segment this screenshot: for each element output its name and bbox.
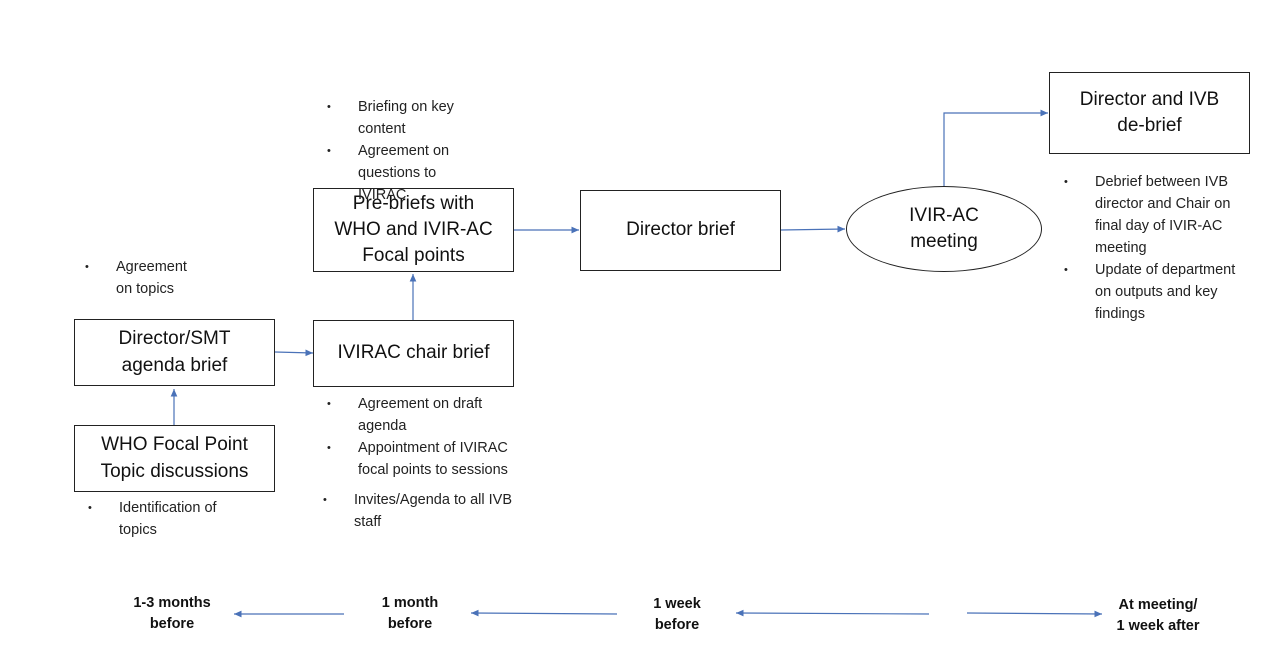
arrow-director-smt-to-chair <box>274 349 314 357</box>
timeline-label-1-week: 1 week before <box>653 596 701 633</box>
prebriefs-line-3: Focal points <box>362 245 465 267</box>
who-focal-point-box: WHO Focal Point Topic discussions <box>74 425 275 492</box>
meeting-line-1: IVIR-AC <box>909 204 979 226</box>
who-focal-line-1: WHO Focal Point <box>101 434 248 456</box>
director-brief-line-1: Director brief <box>626 219 735 241</box>
debrief-line-1: Director and IVB <box>1079 88 1220 110</box>
meeting-line-2: meeting <box>910 231 978 252</box>
director-ivb-debrief-box: Director and IVB de-brief <box>1049 72 1250 154</box>
arrow-director-brief-to-meeting <box>780 225 846 233</box>
timeline-label-1-3-months: 1-3 months before <box>133 595 211 632</box>
director-smt-box: Director/SMT agenda brief <box>74 319 275 386</box>
agreement-topics-notes: Agreement on topics <box>85 256 205 300</box>
timeline-arrow-3 <box>735 609 930 617</box>
note-agreement-questions: Agreement on questions to IVIRAC <box>327 140 487 206</box>
who-focal-line-2: Topic discussions <box>100 460 249 482</box>
note-debrief-between: Debrief between IVB director and Chair o… <box>1064 171 1249 259</box>
ivirac-chair-line-1: IVIRAC chair brief <box>337 342 490 364</box>
debrief-notes: Debrief between IVB director and Chair o… <box>1064 171 1249 325</box>
note-identification-topics: Identification of topics <box>88 497 258 541</box>
timeline-label-at-meeting: At meeting/ 1 week after <box>1116 597 1200 634</box>
identification-notes: Identification of topics <box>88 497 258 541</box>
director-smt-line-1: Director/SMT <box>118 328 231 350</box>
timeline-label-1-month: 1 month before <box>381 595 439 632</box>
arrow-meeting-to-debrief <box>943 109 1048 186</box>
director-smt-line-2: agenda brief <box>121 354 228 376</box>
director-brief-box: Director brief <box>580 190 781 271</box>
chair-brief-notes: Agreement on draft agenda Appointment of… <box>323 393 512 533</box>
prebrief-notes: Briefing on key content Agreement on que… <box>327 96 487 206</box>
note-briefing-key-content: Briefing on key content <box>327 96 487 140</box>
timeline-arrow-2 <box>470 609 618 617</box>
prebriefs-line-2: WHO and IVIR-AC <box>334 218 493 240</box>
note-appointment-focal-points: Appointment of IVIRAC focal points to se… <box>327 437 512 481</box>
note-update-department: Update of department on outputs and key … <box>1064 259 1249 325</box>
debrief-line-2: de-brief <box>1117 115 1182 136</box>
note-draft-agenda: Agreement on draft agenda <box>327 393 512 437</box>
timeline-arrow-4 <box>966 610 1103 618</box>
ivir-ac-meeting-ellipse: IVIR-AC meeting <box>846 186 1042 272</box>
note-invites-agenda: Invites/Agenda to all IVB staff <box>323 489 512 533</box>
note-agreement-topics: Agreement on topics <box>85 256 205 300</box>
ivirac-chair-brief-box: IVIRAC chair brief <box>313 320 514 387</box>
